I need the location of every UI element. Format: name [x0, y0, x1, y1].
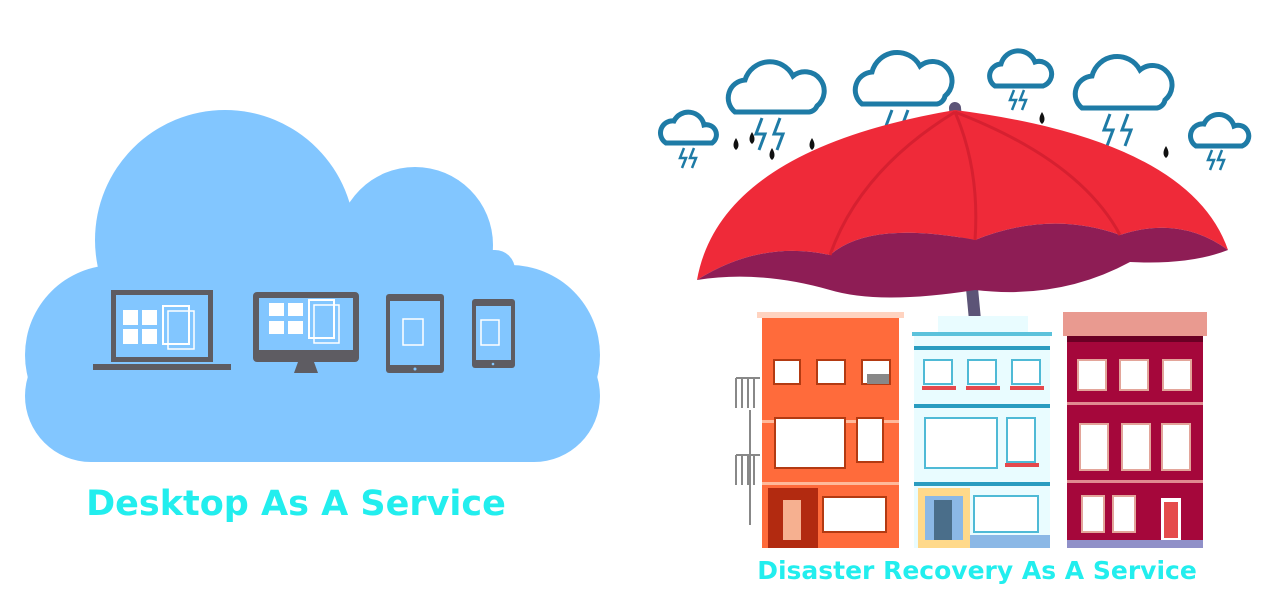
disaster-recovery-caption: Disaster Recovery As A Service [757, 556, 1197, 585]
laptop-icon [93, 290, 231, 370]
storm-cloud-icon [1072, 53, 1175, 147]
tablet-icon [386, 294, 444, 373]
building-icon [912, 316, 1052, 548]
cloud-icon [25, 110, 600, 462]
storm-cloud-icon [987, 48, 1055, 111]
building-icon [1063, 312, 1207, 548]
desktop-as-a-service-caption: Desktop As A Service [86, 484, 506, 524]
storm-cloud-icon [725, 59, 827, 151]
umbrella-icon [697, 102, 1228, 326]
phone-icon [472, 299, 515, 368]
building-icon [735, 312, 904, 548]
storm-clouds [658, 48, 1252, 171]
storm-cloud-icon [658, 109, 719, 169]
storm-cloud-icon [1188, 112, 1252, 171]
monitor-icon [253, 292, 359, 373]
